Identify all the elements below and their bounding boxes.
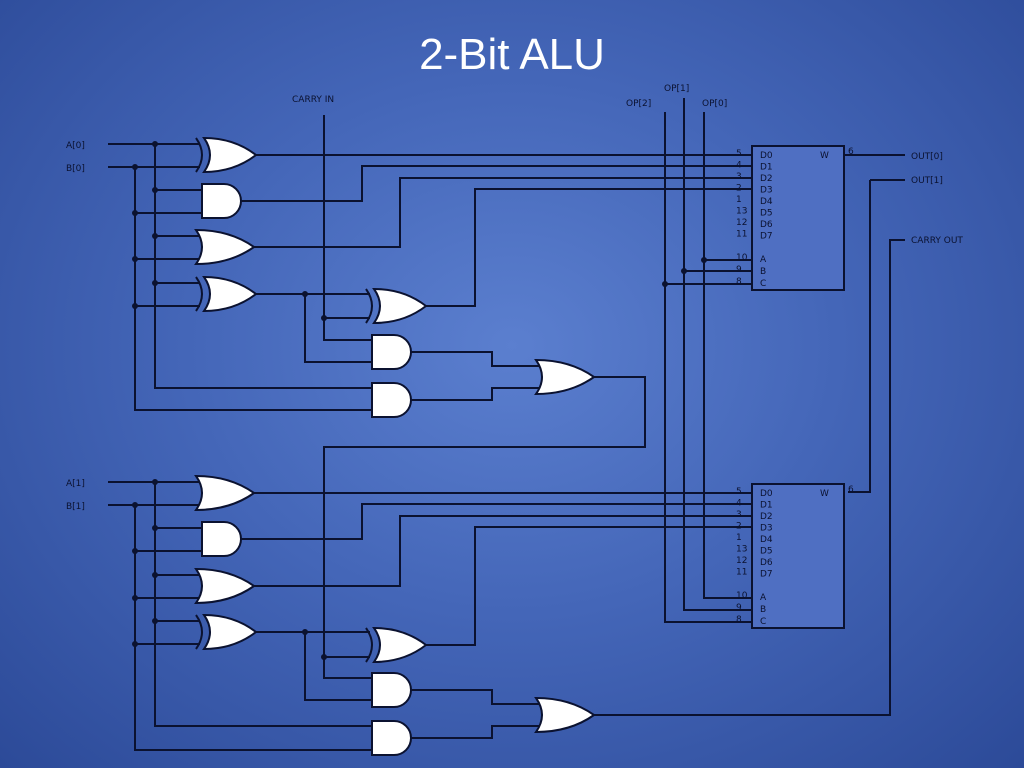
mux-bottom-select-number: 10 — [736, 591, 748, 601]
mux-top-pin-number: 11 — [736, 230, 747, 240]
mux-bottom-select-label: B — [760, 605, 766, 615]
slide-title: 2-Bit ALU — [419, 30, 605, 79]
mux-bottom-pin-number: 3 — [736, 510, 742, 520]
mux-bottom-pin-label: D7 — [760, 570, 773, 580]
mux-bottom — [751, 483, 845, 629]
mux-bottom-pin-label: D4 — [760, 535, 773, 545]
mux-top-pin-label: D2 — [760, 174, 773, 184]
mux-top-pin-number: 4 — [736, 161, 742, 171]
input-label-b1: B[1] — [66, 502, 85, 512]
mux-top-select-number: 8 — [736, 277, 742, 287]
mux-top-pin-number: 3 — [736, 172, 742, 182]
mux-top-select-number: 10 — [736, 253, 748, 263]
op-select-lines — [662, 98, 752, 623]
mux-top-pin-label: D7 — [760, 232, 773, 242]
mux-top-select-label: A — [760, 255, 767, 265]
b1-wire — [108, 504, 372, 751]
mux-top-select-label: C — [760, 279, 766, 289]
out1-label: OUT[1] — [911, 176, 943, 186]
carry-out-wire — [594, 239, 905, 716]
mux-bottom-pin-number: 13 — [736, 545, 747, 555]
mux-bottom-select-number: 9 — [736, 603, 742, 613]
input-label-a1: A[1] — [66, 479, 85, 489]
mux-bottom-pin-number: 5 — [736, 487, 742, 497]
mux-top-pin-number: 13 — [736, 207, 747, 217]
carry-out-label: CARRY OUT — [911, 236, 963, 246]
mux-top-pin-number: 1 — [736, 195, 742, 205]
mux-top-pin-number: 12 — [736, 218, 747, 228]
mux-bottom-pin-label: D6 — [760, 558, 773, 568]
mux-bottom-output-number: 6 — [848, 485, 854, 495]
mux-bottom-output-label: W — [820, 489, 829, 499]
mux-bottom-pin-label: D1 — [760, 501, 773, 511]
out0-label: OUT[0] — [911, 152, 943, 162]
input-label-b0: B[0] — [66, 164, 85, 174]
mux-top-select-number: 9 — [736, 265, 742, 275]
a1-wire — [108, 481, 372, 727]
input-label-a0: A[0] — [66, 141, 85, 151]
mux-top-pin-label: D1 — [760, 163, 773, 173]
mux-bottom-pin-label: D5 — [760, 547, 773, 557]
mux-bottom-pin-label: D0 — [760, 489, 773, 499]
bit1-stage — [108, 239, 905, 756]
mux-bottom-pin-number: 11 — [736, 568, 747, 578]
a0-wire — [108, 143, 372, 389]
mux-bottom-pin-number: 12 — [736, 556, 747, 566]
mux-top-pin-label: D3 — [760, 186, 773, 196]
op2-label: OP[2] — [626, 99, 651, 109]
mux-top-output-number: 6 — [848, 147, 854, 157]
mux-bottom-pin-number: 4 — [736, 499, 742, 509]
carry-in-wire — [323, 115, 372, 341]
mux-top-pin-number: 5 — [736, 149, 742, 159]
mux-bottom-pin-number: 1 — [736, 533, 742, 543]
mux-bottom-pin-number: 2 — [736, 522, 742, 532]
mux-top-pin-label: D0 — [760, 151, 773, 161]
carry-in-label: CARRY IN — [292, 95, 334, 105]
mux-top — [751, 145, 905, 493]
mux-top-pin-label: D6 — [760, 220, 773, 230]
mux-top-pin-label: D5 — [760, 209, 773, 219]
mux-top-output-label: W — [820, 151, 829, 161]
op0-label: OP[0] — [702, 99, 727, 109]
mux-top-pin-label: D4 — [760, 197, 773, 207]
mux-bottom-select-label: C — [760, 617, 766, 627]
op1-label: OP[1] — [664, 84, 689, 94]
mux-bottom-pin-label: D3 — [760, 524, 773, 534]
b0-wire — [108, 166, 372, 411]
mux-top-pin-number: 2 — [736, 184, 742, 194]
mux-bottom-pin-label: D2 — [760, 512, 773, 522]
mux-bottom-select-label: A — [760, 593, 767, 603]
mux-top-select-label: B — [760, 267, 766, 277]
mux-bottom-select-number: 8 — [736, 615, 742, 625]
bit0-stage — [108, 115, 752, 670]
